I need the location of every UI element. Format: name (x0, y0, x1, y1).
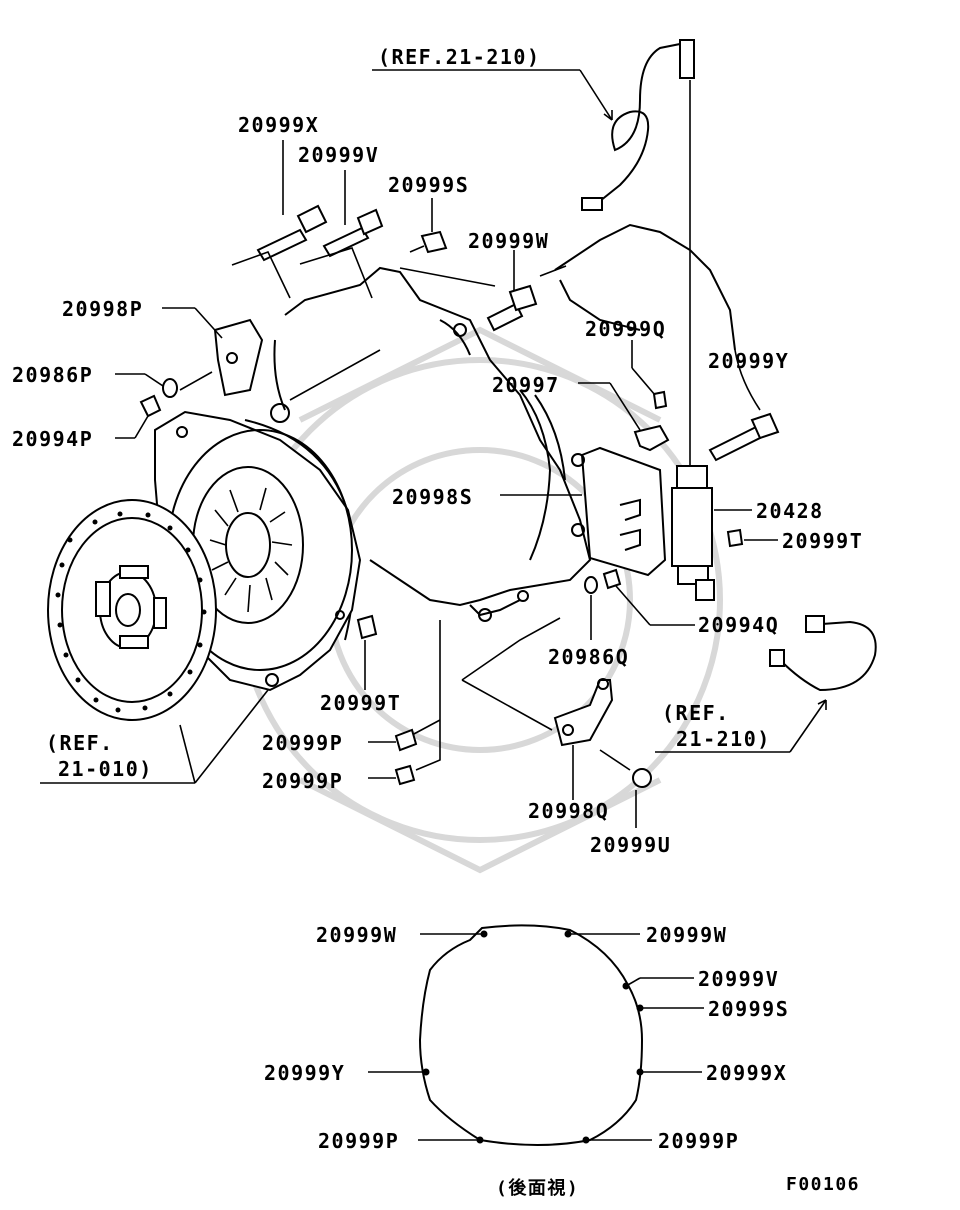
rear-view-caption: (後面視) (496, 1177, 579, 1199)
ref-21-010-leaders (40, 689, 269, 784)
label-20999U: 20999U (590, 833, 671, 857)
rear-label-20999W-right: 20999W (646, 923, 727, 947)
bracket-20998Q (553, 678, 652, 828)
label-20999P-1: 20999P (262, 731, 343, 755)
rear-label-20999P-left: 20999P (318, 1129, 399, 1153)
top-bolts (256, 140, 567, 332)
label-20986Q: 20986Q (548, 645, 629, 669)
figure-code: F00106 (786, 1174, 860, 1195)
leader-lines-top (231, 247, 496, 401)
label-20998P: 20998P (62, 297, 143, 321)
rear-view-outline (368, 924, 704, 1146)
label-20999W: 20999W (468, 229, 549, 253)
label-20999Y: 20999Y (708, 349, 789, 373)
label-ref-21-210-right-line1: (REF. (662, 701, 730, 725)
rear-label-20999S: 20999S (708, 997, 789, 1021)
label-ref-21-210-top: (REF.21-210) (378, 45, 541, 69)
rear-label-20999W-left: 20999W (316, 923, 397, 947)
label-20999V: 20999V (298, 143, 379, 167)
label-20999S: 20999S (388, 173, 469, 197)
transmission-housing (244, 223, 736, 641)
label-20999T-right: 20999T (782, 529, 863, 553)
label-20999T-mid: 20999T (320, 691, 401, 715)
label-ref-21-210-right-line2: 21-210) (676, 727, 771, 751)
watermark (237, 326, 723, 874)
label-20999P-2: 20999P (262, 769, 343, 793)
label-20999X: 20999X (238, 113, 319, 137)
label-20428: 20428 (756, 499, 824, 523)
slave-cylinder-20428 (671, 465, 778, 601)
label-20994Q: 20994Q (698, 613, 779, 637)
rear-label-20999Y: 20999Y (264, 1061, 345, 1085)
label-20998Q: 20998Q (528, 799, 609, 823)
rear-label-20999V: 20999V (698, 967, 779, 991)
clutch-hose-right (655, 615, 877, 753)
label-20998S: 20998S (392, 485, 473, 509)
bracket-20998S (500, 446, 667, 577)
rear-label-20999X: 20999X (706, 1061, 787, 1085)
lower-center-parts (356, 614, 561, 786)
bracket-20998P (162, 307, 264, 397)
clutch-disc (47, 499, 217, 721)
label-ref-21-010-line2: 21-010) (58, 757, 153, 781)
label-20986P: 20986P (12, 363, 93, 387)
label-ref-21-010-line1: (REF. (46, 731, 114, 755)
nut-washer-right (584, 568, 695, 640)
label-20997: 20997 (492, 373, 560, 397)
label-20999Q: 20999Q (585, 317, 666, 341)
rear-label-20999P-right: 20999P (658, 1129, 739, 1153)
label-20994P: 20994P (12, 427, 93, 451)
bolt-20999Y (708, 349, 780, 462)
clutch-pipe-top (581, 39, 695, 470)
washer-nut-left (115, 373, 178, 439)
ref-top-leader (372, 69, 613, 121)
bracket-20997 (578, 340, 670, 452)
